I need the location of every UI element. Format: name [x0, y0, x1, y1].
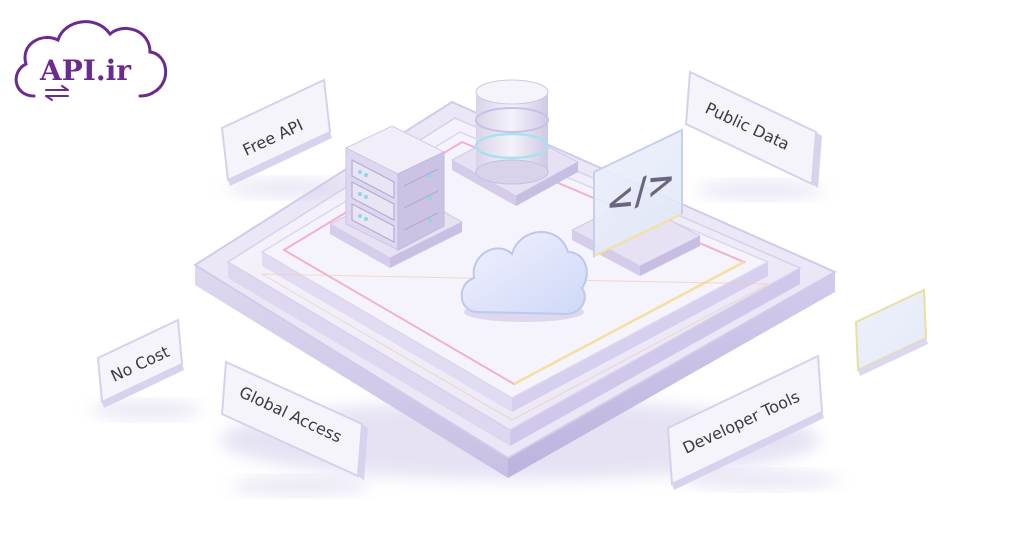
swap-arrows-icon: [45, 85, 69, 101]
label-no-cost: No Cost: [90, 318, 202, 418]
code-panel-icon: </>: [570, 128, 702, 276]
logo-text: API.ir: [39, 54, 132, 87]
cloud-logo-icon: [14, 20, 168, 98]
label-developer-tools: Developer Tools: [666, 354, 840, 490]
label-global-access: Global Access: [220, 360, 370, 494]
cloud-icon: [460, 231, 588, 322]
label-public-data: Public Data: [684, 70, 824, 198]
database-icon: [450, 79, 580, 206]
blank-glass-tile: [854, 288, 928, 376]
server-rack-icon: [328, 125, 464, 268]
label-free-api: Free API: [220, 78, 346, 196]
logo[interactable]: API.ir: [14, 20, 168, 101]
